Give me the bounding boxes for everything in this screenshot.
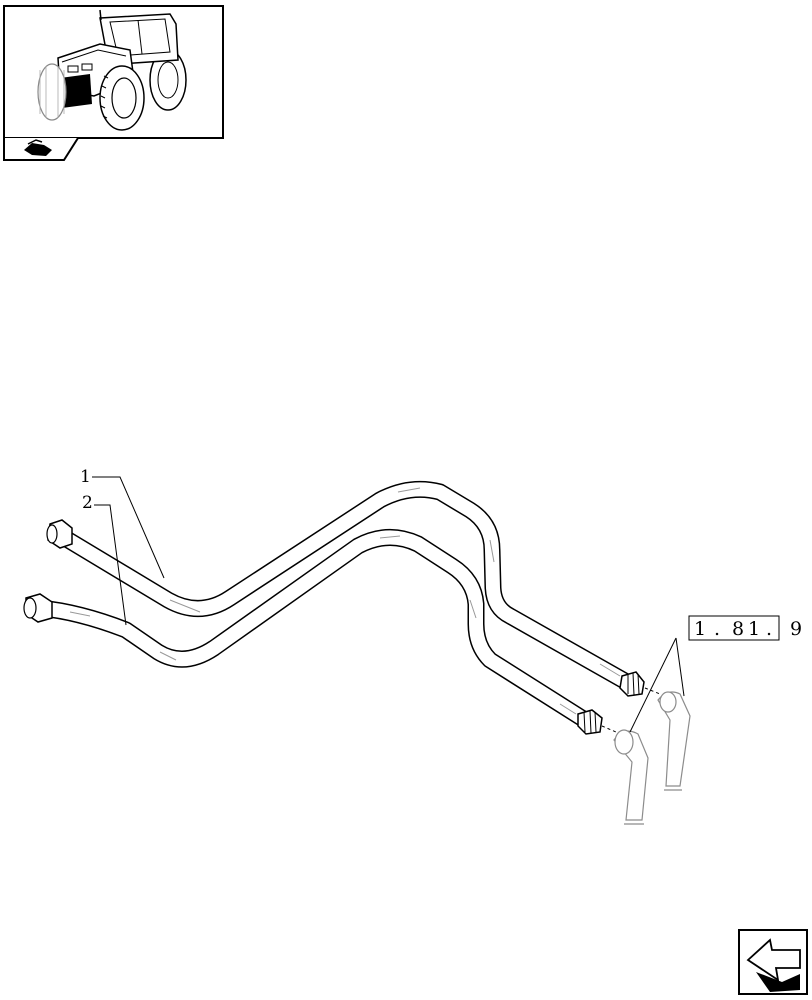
pipe-1 — [46, 480, 645, 697]
next-page-arrow-icon[interactable] — [738, 929, 808, 995]
reference-callout[interactable]: 1 . 8 1 . 9 — [688, 615, 802, 641]
ghost-fitting-lower — [613, 729, 649, 825]
pipe-2-left-nut — [23, 593, 53, 623]
section-tab-icon[interactable] — [3, 137, 79, 161]
tractor-thumbnail-icon[interactable] — [3, 5, 224, 139]
reference-suffix: 9 — [790, 618, 802, 640]
reference-char-5: . — [766, 618, 772, 640]
pipe-2 — [23, 528, 603, 735]
reference-char-3: 8 — [732, 618, 744, 640]
ghost-fitting-upper — [657, 691, 691, 791]
reference-char-2: . — [714, 618, 720, 640]
connection-line-lower — [601, 725, 617, 733]
pipe-1-left-nut — [46, 519, 73, 549]
reference-leaders — [629, 637, 685, 733]
callout-1-leader — [92, 476, 165, 579]
connection-line-upper — [644, 687, 661, 695]
callout-2-label: 2 — [82, 493, 93, 513]
callout-2-leader — [94, 504, 127, 626]
callout-1-label: 1 — [80, 467, 91, 487]
reference-char-1: 1 — [694, 618, 706, 640]
pipe-1-right-fitting — [619, 671, 645, 697]
pipe-2-right-fitting — [577, 709, 603, 735]
reference-char-4: 1 — [748, 618, 760, 640]
